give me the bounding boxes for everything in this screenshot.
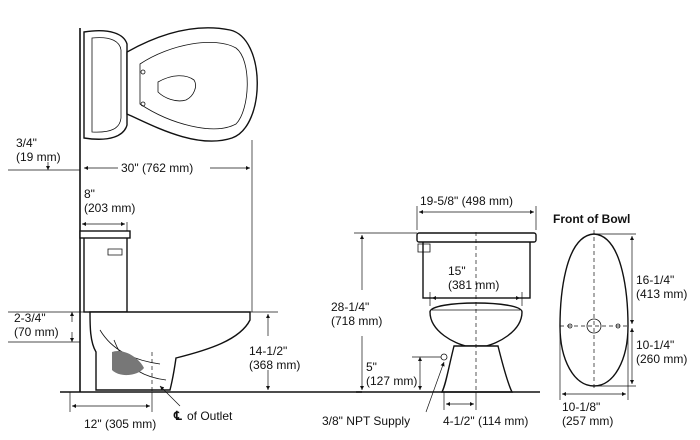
dim-overall-height: 28-1/4" (718 mm) (331, 232, 417, 390)
bowl-seat-top (126, 27, 258, 142)
floor-offset-label: 3/4" (16, 136, 37, 150)
dim-bowl-length-rear: 10-1/4" (260 mm) (594, 328, 687, 387)
dim-bowl-length-front: 16-1/4" (413 mm) (594, 233, 687, 324)
outlet-setback-label: 12" (305 mm) (84, 417, 156, 431)
overall-depth-label: 30" (762 mm) (121, 161, 193, 175)
dim-floor-offset: 3/4" (19 mm) (8, 136, 80, 171)
outlet-centerline-label: of Outlet (187, 409, 233, 423)
bolt-hole-left (567, 323, 573, 329)
bowl-rim-width-label: 15" (448, 264, 466, 278)
dim-overall-depth: 30" (762 mm) (84, 140, 253, 312)
dim-bowl-width-front: 10-1/8" (257 mm) (559, 330, 629, 428)
tank-width-label: 19-5/8" (498 mm) (420, 194, 513, 208)
tank-depth-mm: (203 mm) (84, 201, 135, 215)
dim-tank-width: 19-5/8" (498 mm) (416, 194, 537, 230)
tank-lid-edge (91, 37, 122, 133)
bowl-opening (139, 42, 248, 130)
bowl-length-front-mm: (413 mm) (636, 287, 687, 301)
floor-offset-mm: (19 mm) (16, 150, 61, 164)
supply-offset-label: 4-1/2" (114 mm) (443, 414, 528, 428)
front-of-bowl-view: Front of Bowl (553, 212, 630, 390)
bowl-length-front-label: 16-1/4" (636, 273, 674, 287)
tank-top (83, 30, 128, 140)
centerline-symbol: ℄ (173, 409, 182, 423)
front-view (356, 232, 540, 393)
dim-supply-offset: 4-1/2" (114 mm) (443, 392, 528, 428)
seat-bolt-right (140, 101, 146, 107)
bowl-length-rear-mm: (260 mm) (636, 352, 687, 366)
tank-front (422, 237, 531, 299)
supply-point (440, 353, 448, 361)
rim-height-label: 14-1/2" (249, 344, 287, 358)
dim-tank-depth: 8" (203 mm) (82, 187, 135, 236)
dim-supply-side: 2-3/4" (70 mm) (8, 311, 86, 343)
supply-height-label: 5" (366, 360, 377, 374)
tank-depth-label: 8" (84, 187, 95, 201)
supply-side-label: 2-3/4" (14, 311, 46, 325)
bowl-width-label: 10-1/8" (562, 400, 600, 414)
bowl-rim-width-mm: (381 mm) (448, 278, 499, 292)
dim-bowl-width: 15" (381 mm) (429, 264, 523, 306)
overall-height-mm: (718 mm) (331, 314, 382, 328)
supply-side-mm: (70 mm) (14, 325, 59, 339)
trap-shading (112, 350, 144, 376)
bowl-outlet-top (157, 75, 196, 102)
bolt-hole-right (615, 323, 621, 329)
trip-lever (107, 248, 123, 256)
supply-type-label: 3/8" NPT Supply (322, 414, 410, 428)
dim-outlet-setback: 12" (305 mm) (69, 392, 156, 431)
bowl-width-mm: (257 mm) (562, 414, 613, 428)
supply-callout: 3/8" NPT Supply (322, 361, 445, 428)
seat-bolt-left (140, 69, 146, 75)
bowl-outlet-circle (586, 318, 602, 334)
tank-side (83, 235, 128, 313)
outlet-callout: ℄ of Outlet (159, 385, 233, 423)
top-view (79, 27, 258, 392)
front-of-bowl-title: Front of Bowl (553, 212, 630, 226)
dim-supply-height: 5" (127 mm) (366, 356, 441, 390)
supply-height-mm: (127 mm) (366, 374, 417, 388)
bowl-length-rear-label: 10-1/4" (636, 338, 674, 352)
bowl-side (89, 311, 251, 391)
side-view (60, 230, 362, 393)
tank-lid-side (79, 230, 131, 239)
tank-lid-front (416, 232, 537, 243)
trip-lever-front (417, 243, 431, 253)
dim-rim-height: 14-1/2" (368 mm) (249, 311, 300, 390)
pedestal-front (440, 345, 514, 393)
overall-height-label: 28-1/4" (331, 300, 369, 314)
rim-height-mm: (368 mm) (249, 358, 300, 372)
